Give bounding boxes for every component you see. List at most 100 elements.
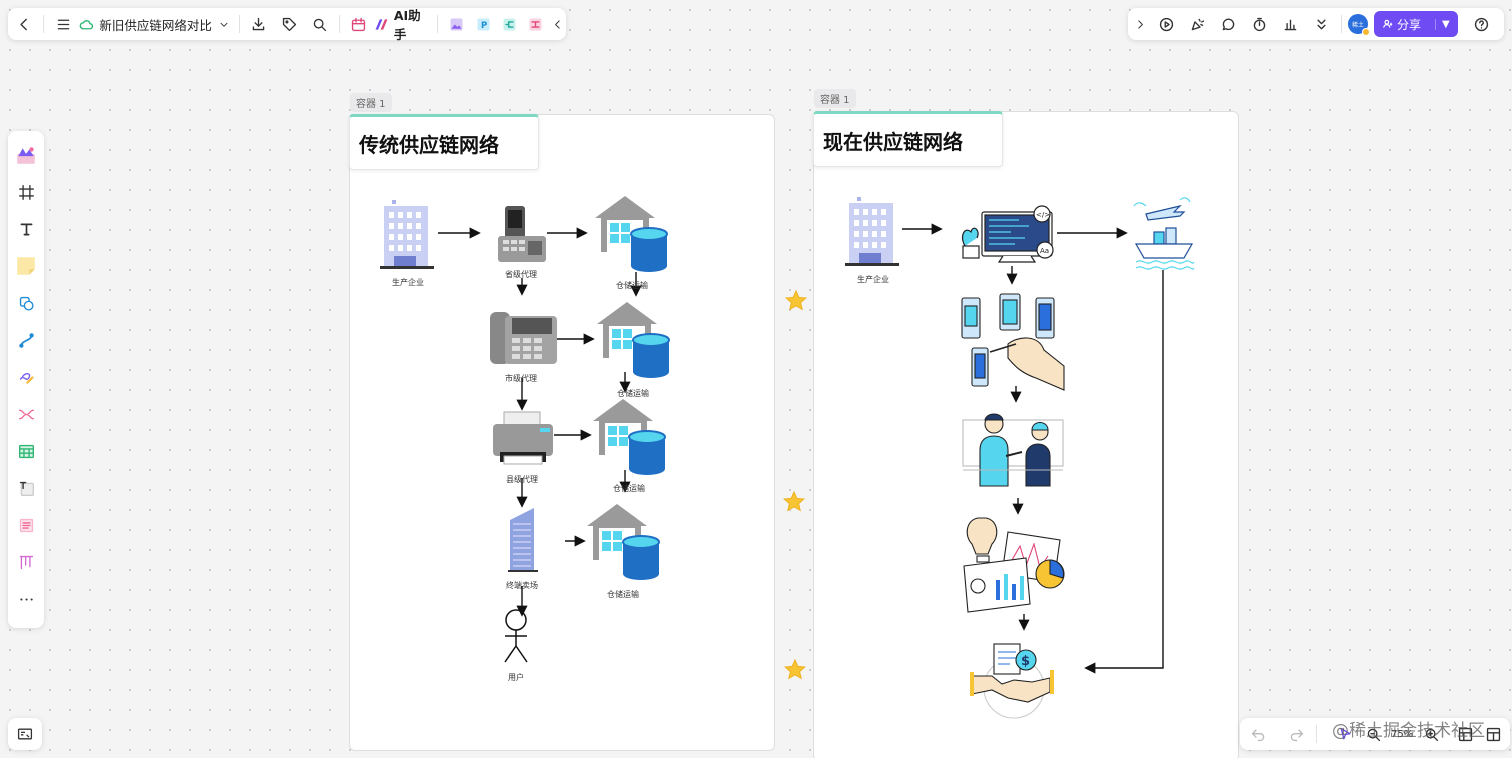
menu-icon[interactable]	[50, 10, 76, 38]
user-figure-icon[interactable]	[504, 609, 528, 663]
people-collaboration-illustration[interactable]	[962, 413, 1064, 487]
chevron-down-icon[interactable]	[216, 10, 233, 38]
svg-text:P: P	[481, 20, 487, 30]
producer-building-icon[interactable]	[845, 197, 899, 266]
skyscraper-icon[interactable]	[508, 508, 538, 572]
ai-assistant-label[interactable]: AI助手	[393, 8, 421, 42]
divider	[238, 15, 240, 33]
frame-icon[interactable]	[12, 178, 40, 206]
top-right-toolbar: 稀土 分享 ▼	[1128, 8, 1504, 40]
left-tool-sidebar	[8, 131, 44, 628]
divider	[1316, 725, 1317, 743]
p-plugin-icon[interactable]: P	[470, 10, 496, 38]
warehouse-icon[interactable]	[586, 503, 660, 581]
warehouse-icon[interactable]	[596, 301, 670, 379]
present-icon[interactable]	[1152, 10, 1180, 38]
celebrate-icon[interactable]	[1183, 10, 1211, 38]
comment-icon[interactable]	[1214, 10, 1242, 38]
chevron-down-icon[interactable]: ▼	[1435, 18, 1450, 30]
search-icon[interactable]	[306, 10, 332, 38]
back-icon[interactable]	[11, 10, 37, 38]
zoom-out-icon[interactable]	[1359, 720, 1387, 748]
document-title[interactable]: 新旧供应链网络对比	[99, 17, 212, 33]
svg-text:$: $	[1021, 654, 1030, 669]
node-label-county-agent: 县级代理	[506, 475, 538, 484]
svg-text:Aa: Aa	[1040, 247, 1049, 255]
download-icon[interactable]	[246, 10, 272, 38]
cloud-saved-icon	[77, 10, 96, 38]
timer-icon[interactable]	[1245, 10, 1273, 38]
templates-icon[interactable]	[12, 141, 40, 169]
desk-phone-icon[interactable]	[490, 312, 557, 364]
container-tag-traditional[interactable]: 容器 1	[350, 93, 392, 112]
vote-icon[interactable]	[1276, 10, 1304, 38]
divider	[43, 15, 45, 33]
container-title-modern[interactable]: 现在供应链网络	[813, 111, 1003, 167]
connector-icon[interactable]	[12, 326, 40, 354]
fit-view-icon[interactable]	[1451, 720, 1479, 748]
warehouse-icon[interactable]	[594, 195, 668, 273]
top-left-toolbar: 新旧供应链网络对比 AI助手 P	[8, 8, 566, 42]
node-label-warehouse: 仓储运输	[613, 484, 645, 493]
kanban-icon[interactable]	[12, 548, 40, 576]
computer-code-illustration[interactable]: </> Aa	[961, 205, 1054, 263]
layout-icon[interactable]	[1479, 720, 1507, 748]
node-label-province-agent: 省级代理	[505, 270, 537, 279]
data-analytics-illustration[interactable]	[963, 517, 1065, 613]
calendar-icon[interactable]	[346, 10, 372, 38]
app-design-illustration[interactable]	[961, 293, 1065, 391]
star-icon[interactable]	[783, 491, 805, 511]
more-down-icon[interactable]	[1307, 10, 1335, 38]
undo-icon[interactable]	[1244, 720, 1272, 748]
more-tools-icon[interactable]	[12, 585, 40, 613]
handshake-deal-illustration[interactable]: $	[970, 643, 1054, 719]
warehouse-icon[interactable]	[592, 398, 666, 476]
flow-plugin-icon[interactable]	[523, 10, 549, 38]
share-label: 分享	[1397, 17, 1422, 32]
container-title-traditional[interactable]: 传统供应链网络	[349, 114, 539, 170]
zoom-level[interactable]: 75%	[1391, 728, 1414, 740]
avatar-badge	[1362, 28, 1370, 36]
minimap-button[interactable]	[8, 718, 42, 750]
node-label-user: 用户	[508, 673, 524, 682]
traditional-arrows	[438, 227, 642, 617]
container-tag-modern[interactable]: 容器 1	[814, 89, 856, 108]
node-label-terminal-store: 终端卖场	[506, 581, 538, 590]
help-icon[interactable]	[1468, 10, 1496, 38]
node-label-warehouse: 仓储运输	[616, 281, 648, 290]
redo-icon[interactable]	[1282, 720, 1310, 748]
expand-toolbar-icon[interactable]	[1130, 10, 1150, 38]
list-card-icon[interactable]	[12, 511, 40, 539]
star-icon[interactable]	[785, 290, 807, 310]
share-button[interactable]: 分享 ▼	[1374, 11, 1458, 37]
pen-icon[interactable]	[12, 363, 40, 391]
mindmap-icon[interactable]	[12, 400, 40, 428]
image-plugin-icon[interactable]	[444, 10, 470, 38]
logistics-ship-plane-illustration[interactable]	[1133, 197, 1195, 270]
sticky-note-icon[interactable]	[12, 252, 40, 280]
avatar-text: 稀土	[1351, 21, 1364, 29]
node-label-producer-modern: 生产企业	[857, 275, 889, 284]
avatar[interactable]: 稀土	[1348, 14, 1370, 36]
ai-logo-icon[interactable]	[372, 10, 391, 38]
table-icon[interactable]	[12, 437, 40, 465]
producer-building-icon[interactable]	[380, 200, 434, 269]
zoom-in-icon[interactable]	[1417, 720, 1445, 748]
text-icon[interactable]	[12, 215, 40, 243]
tag-icon[interactable]	[276, 10, 302, 38]
mindmap-plugin-icon[interactable]	[496, 10, 522, 38]
select-pointer-icon[interactable]	[1331, 720, 1359, 748]
watermark: @稀土掘金技术社区	[1332, 721, 1485, 741]
divider	[436, 15, 438, 33]
printer-icon[interactable]	[493, 411, 553, 465]
collapse-toolbar-icon[interactable]	[549, 10, 566, 38]
text-card-icon[interactable]	[12, 474, 40, 502]
mobile-phone-icon[interactable]	[498, 206, 546, 262]
node-label-warehouse: 仓储运输	[607, 590, 639, 599]
zoom-controls: 75%	[1240, 718, 1510, 750]
divider	[338, 15, 340, 33]
shape-icon[interactable]	[12, 289, 40, 317]
node-label-warehouse: 仓储运输	[617, 389, 649, 398]
star-icon[interactable]	[784, 659, 806, 679]
